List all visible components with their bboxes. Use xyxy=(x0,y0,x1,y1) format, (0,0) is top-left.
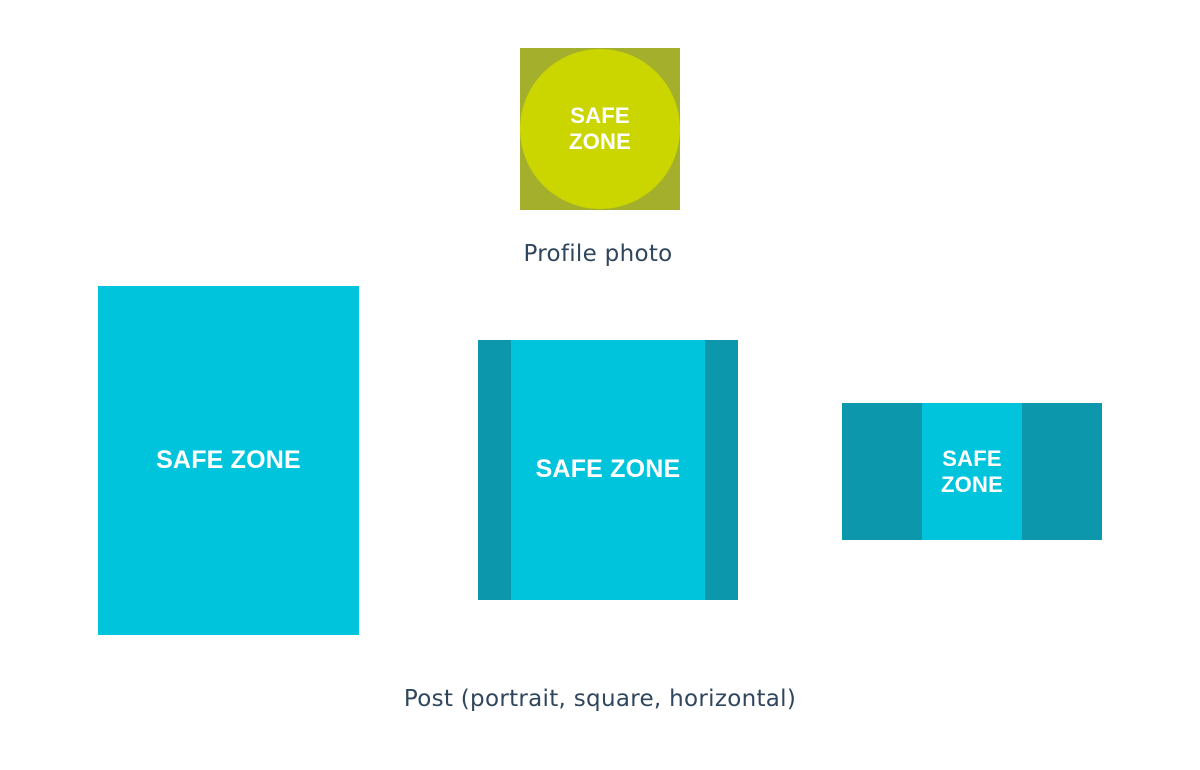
profile-safe-zone-label-line1: SAFE xyxy=(570,103,630,129)
profile-safe-zone-label-line2: ZONE xyxy=(569,129,631,154)
post-horizontal-safe-zone-label-line2: ZONE xyxy=(941,471,1003,497)
profile-photo-safe-zone-circle: SAFE ZONE xyxy=(520,49,680,209)
post-formats-caption: Post (portrait, square, horizontal) xyxy=(403,686,797,712)
post-square-example: SAFE ZONE xyxy=(478,340,738,600)
post-horizontal-example: SAFE ZONE xyxy=(842,403,1102,540)
post-horizontal-safe-zone-label: SAFE ZONE xyxy=(941,446,1003,498)
profile-photo-example: SAFE ZONE xyxy=(520,48,680,210)
post-portrait-example: SAFE ZONE xyxy=(98,286,359,635)
post-square-safe-zone-label: SAFE ZONE xyxy=(535,455,681,484)
post-horizontal-safe-zone: SAFE ZONE xyxy=(922,403,1022,540)
post-horizontal-safe-zone-label-line1: SAFE xyxy=(942,445,1002,471)
post-portrait-safe-zone-label: SAFE ZONE xyxy=(156,445,301,474)
profile-safe-zone-label: SAFE ZONE xyxy=(569,103,631,155)
post-square-safe-zone: SAFE ZONE xyxy=(511,340,705,600)
post-portrait-safe-zone: SAFE ZONE xyxy=(98,286,359,635)
profile-photo-caption: Profile photo xyxy=(523,241,673,267)
